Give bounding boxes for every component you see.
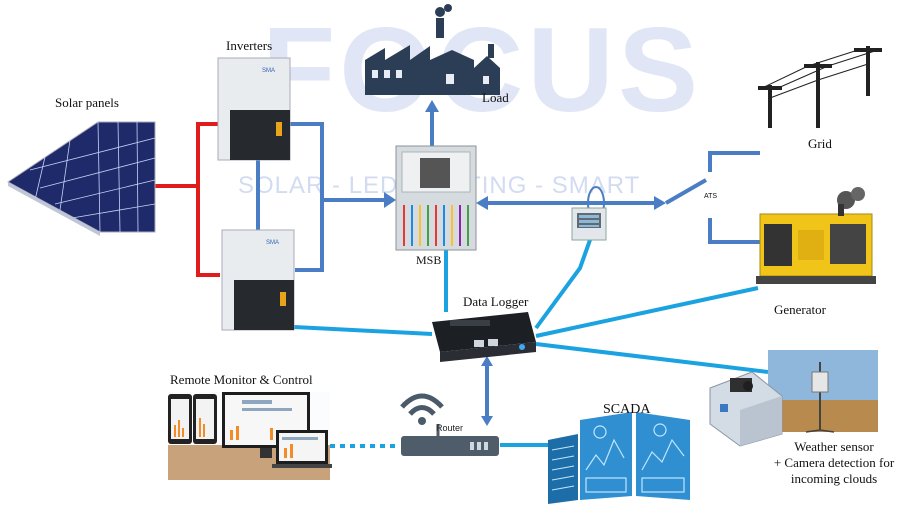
ac-lines [256, 100, 760, 272]
ac-line-generator [708, 218, 760, 244]
remote-monitor-icon [168, 392, 332, 480]
inverter-1-icon: SMA [217, 57, 291, 161]
ac-line-inv2 [295, 200, 324, 272]
ac-arrow-msb-left [476, 196, 488, 210]
label-load: Load [482, 90, 509, 105]
factory-icon [365, 4, 500, 95]
data-logger-icon [432, 312, 536, 362]
inverter-2-icon: SMA [221, 229, 295, 331]
data-arrow-router [481, 416, 493, 426]
ac-arrow-load [425, 100, 439, 112]
label-weather-sensor: Weather sensor + Camera detection for in… [762, 439, 906, 487]
svg-text:SMA: SMA [262, 68, 275, 74]
data-line-meter-logger [534, 239, 592, 330]
label-generator: Generator [774, 302, 826, 317]
data-line-generator-logger [535, 286, 759, 338]
generator-icon [756, 187, 876, 284]
data-line-inverters-logger [293, 325, 433, 336]
data-lines [293, 239, 769, 448]
label-inverters: Inverters [226, 38, 273, 53]
svg-text:SMA: SMA [266, 240, 279, 246]
msb-panel-icon [395, 145, 477, 251]
ats-switch [665, 178, 707, 205]
dc-line-upper [196, 122, 220, 186]
label-solar-panels: Solar panels [55, 95, 119, 110]
label-weather-sensor-line2: + Camera detection for [773, 455, 895, 470]
ac-arrow-msb [384, 192, 396, 208]
ac-line-grid [708, 151, 760, 172]
label-scada: SCADA [603, 402, 651, 417]
label-router: Router [436, 423, 464, 433]
label-ats: ATS [704, 193, 718, 200]
label-grid: Grid [808, 136, 832, 151]
energy-meter-icon [571, 207, 607, 241]
label-weather-sensor-line1: Weather sensor [794, 439, 874, 454]
label-msb: MSB [416, 253, 442, 267]
scada-icon [548, 412, 690, 504]
label-data-logger: Data Logger [463, 294, 529, 309]
power-grid-icon [758, 46, 882, 128]
label-remote-monitor: Remote Monitor & Control [170, 372, 313, 387]
solar-panels-icon [7, 121, 156, 236]
data-line-weather-logger [535, 342, 769, 374]
data-arrow-logger [481, 356, 493, 366]
label-weather-sensor-line3: incoming clouds [790, 471, 878, 486]
ac-arrow-ats [654, 196, 666, 210]
weather-sensor-icon [709, 350, 878, 447]
router-icon [400, 393, 499, 456]
dc-line-lower [196, 186, 220, 277]
ac-line-inv1 [290, 122, 390, 202]
